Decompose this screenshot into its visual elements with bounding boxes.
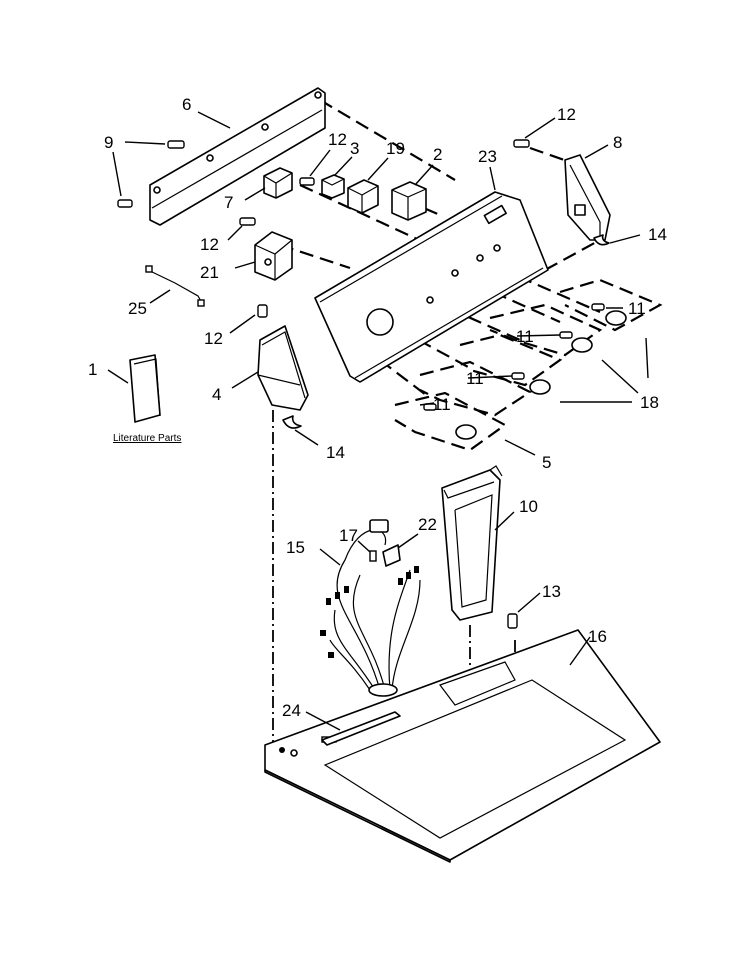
callout-21: 21 bbox=[200, 263, 219, 282]
callout-leaders bbox=[107, 111, 649, 731]
part-9-screws bbox=[117, 140, 185, 208]
callout-12-b: 12 bbox=[200, 235, 219, 254]
part-21-control-module bbox=[254, 231, 293, 281]
part-13-screw bbox=[507, 613, 518, 629]
callout-12-d: 12 bbox=[204, 329, 223, 348]
part-23-console bbox=[314, 191, 549, 383]
part-17-screw bbox=[369, 550, 377, 562]
callout-2: 2 bbox=[433, 145, 442, 164]
callout-11-b: 11 bbox=[516, 327, 534, 346]
callout-18: 18 bbox=[640, 393, 659, 412]
callout-11-c: 11 bbox=[466, 369, 484, 388]
callout-17: 17 bbox=[339, 526, 358, 545]
callout-10: 10 bbox=[519, 497, 538, 516]
callout-22: 22 bbox=[418, 515, 437, 534]
callout-11-d: 11 bbox=[433, 395, 451, 414]
callout-14-a: 14 bbox=[648, 225, 667, 244]
literature-parts-label: Literature Parts bbox=[113, 433, 181, 444]
part-6-rear-trim bbox=[149, 87, 326, 226]
callout-3: 3 bbox=[350, 139, 359, 158]
part-14-clip-upper bbox=[593, 234, 610, 246]
part-12-screw-a bbox=[299, 177, 315, 186]
callout-11-a: 11 bbox=[628, 299, 646, 318]
callout-24: 24 bbox=[282, 701, 301, 720]
callout-13: 13 bbox=[542, 582, 561, 601]
callout-12-c: 12 bbox=[557, 105, 576, 124]
part-1-literature bbox=[129, 354, 161, 423]
part-7-switch bbox=[263, 167, 293, 199]
callout-14-b: 14 bbox=[326, 443, 345, 462]
part-3-push-switch bbox=[321, 174, 345, 199]
part-14-clip-lower bbox=[282, 415, 302, 429]
callout-23: 23 bbox=[478, 147, 497, 166]
callout-25: 25 bbox=[128, 299, 147, 318]
callout-15: 15 bbox=[286, 538, 305, 557]
part-8-end-cap bbox=[564, 154, 611, 241]
callout-8: 8 bbox=[613, 133, 622, 152]
part-19-switch bbox=[347, 179, 379, 214]
part-24-strip bbox=[321, 711, 401, 746]
callout-4: 4 bbox=[212, 385, 221, 404]
callout-6: 6 bbox=[182, 95, 191, 114]
callout-19: 19 bbox=[386, 139, 405, 158]
part-15-wire-harness bbox=[320, 519, 421, 697]
callout-9: 9 bbox=[104, 133, 113, 152]
part-16-top bbox=[264, 629, 661, 863]
callout-7: 7 bbox=[224, 193, 233, 212]
part-4-end-cap bbox=[257, 325, 309, 411]
part-25-wire bbox=[145, 265, 205, 307]
part-18-knobs bbox=[455, 310, 627, 440]
part-22-bracket bbox=[382, 544, 401, 567]
part-2-timer bbox=[391, 181, 427, 221]
callout-16: 16 bbox=[588, 627, 607, 646]
callout-12-a: 12 bbox=[328, 130, 347, 149]
part-12-screw-b bbox=[239, 217, 256, 226]
callout-labels: 6 9 12 3 19 2 23 7 12 21 25 12 4 1 Liter… bbox=[88, 95, 667, 720]
part-12-screw-c bbox=[513, 139, 530, 148]
callout-1: 1 bbox=[88, 360, 97, 379]
callout-5: 5 bbox=[542, 453, 551, 472]
part-11-screws bbox=[423, 303, 605, 411]
part-12-screw-d bbox=[257, 304, 268, 318]
part-10-lint-screen bbox=[441, 465, 503, 621]
